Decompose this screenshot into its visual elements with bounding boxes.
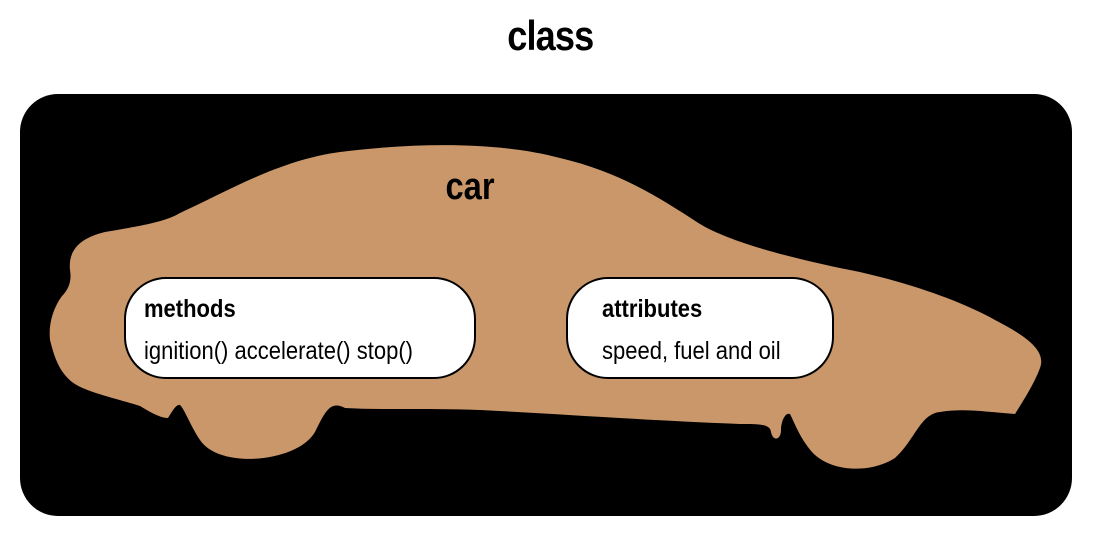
attributes-list: speed, fuel and oil xyxy=(602,337,781,365)
methods-list: ignition() accelerate() stop() xyxy=(144,337,413,365)
car-body-shape xyxy=(49,145,1042,469)
diagram-title: class xyxy=(507,12,594,59)
methods-heading: methods xyxy=(144,295,236,323)
attributes-heading: attributes xyxy=(602,295,703,323)
attributes-box: attributes speed, fuel and oil xyxy=(566,277,834,379)
methods-box: methods ignition() accelerate() stop() xyxy=(124,277,476,379)
car-label: car xyxy=(445,166,495,208)
